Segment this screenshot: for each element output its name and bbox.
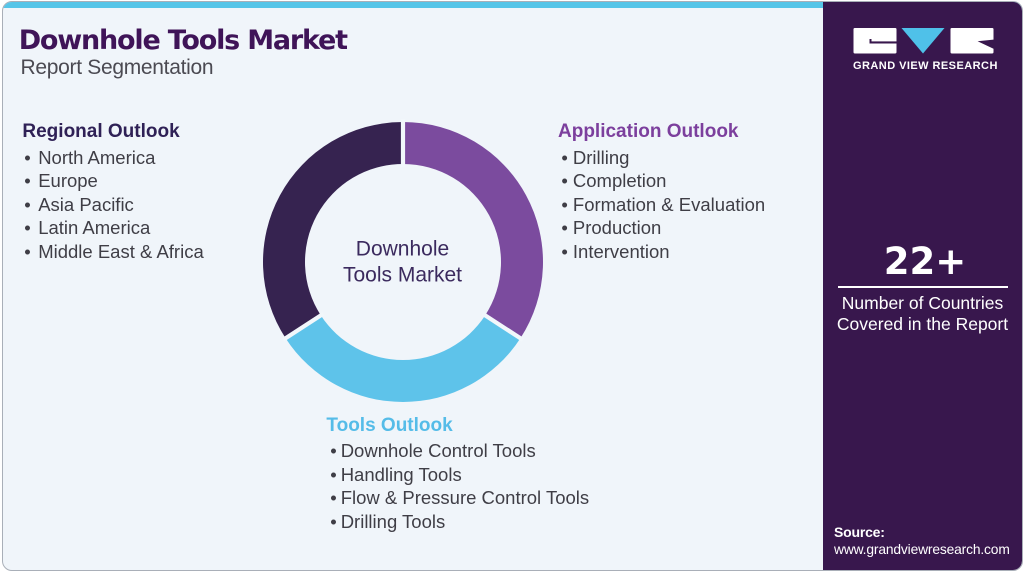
stat-value: 22+ [883, 240, 967, 284]
bullet-icon: • [330, 463, 337, 485]
donut-chart-svg [262, 118, 543, 402]
application-outlook-section: Application Outlook •Drilling •Completio… [558, 122, 765, 264]
bullet-icon: • [561, 217, 568, 239]
top-accent-bar [3, 2, 1022, 8]
list-item: •Middle East & Africa [24, 241, 204, 263]
list-item: •Latin America [24, 217, 151, 239]
bullet-icon: • [24, 170, 31, 192]
donut-gap [281, 311, 324, 342]
page-subtitle: Report Segmentation [20, 56, 214, 80]
bullet-icon: • [24, 146, 31, 168]
bullet-icon: • [561, 193, 568, 215]
stat-divider [837, 286, 1008, 289]
regional-outlook-list: •North America •Europe •Asia Pacific •La… [22, 146, 204, 264]
bullet-icon: • [24, 193, 31, 215]
list-item: •Europe [24, 170, 98, 192]
regional-outlook-heading: Regional Outlook [22, 121, 180, 142]
bullet-icon: • [24, 217, 31, 239]
list-item: •Production [561, 217, 662, 239]
list-item: •Drilling Tools [330, 510, 446, 532]
tools-outlook-heading: Tools Outlook [326, 414, 453, 436]
gvr-logo-icon [853, 27, 994, 53]
list-item: •Formation & Evaluation [561, 193, 766, 215]
donut-gap [481, 311, 524, 342]
bullet-icon: • [561, 146, 568, 168]
main-panel: Downhole Tools Market Report Segmentatio… [3, 2, 823, 570]
list-item: •Handling Tools [330, 463, 462, 485]
bullet-icon: • [561, 241, 568, 263]
list-item: •Asia Pacific [24, 193, 134, 215]
bullet-icon: • [330, 439, 337, 461]
sidebar: GRAND VIEW RESEARCH 22+ Number of Countr… [823, 2, 1022, 570]
tools-outlook-list: •Downhole Control Tools •Handling Tools … [326, 439, 589, 534]
brand-name: GRAND VIEW RESEARCH [853, 59, 998, 72]
list-item: •Completion [561, 170, 667, 192]
list-item: •Drilling [561, 146, 630, 168]
brand-logo: GRAND VIEW RESEARCH [853, 27, 998, 72]
application-outlook-heading: Application Outlook [558, 121, 739, 142]
list-item: •Downhole Control Tools [330, 439, 536, 461]
source-url: www.grandviewresearch.com [834, 541, 1010, 557]
bullet-icon: • [330, 487, 337, 509]
donut-segment [402, 121, 543, 338]
source-label: Source: [834, 524, 885, 541]
list-item: •North America [24, 146, 156, 168]
source-block: Source: www.grandviewresearch.com [834, 525, 1010, 556]
application-outlook-list: •Drilling •Completion •Formation & Evalu… [558, 146, 765, 264]
list-item: •Intervention [561, 241, 670, 263]
donut-segment [262, 121, 403, 338]
bullet-icon: • [330, 510, 337, 532]
donut-segment [285, 314, 520, 402]
bullet-icon: • [24, 241, 31, 263]
tools-outlook-section: Tools Outlook •Downhole Control Tools •H… [326, 416, 589, 534]
regional-outlook-section: Regional Outlook •North America •Europe … [22, 122, 203, 264]
page-title: Downhole Tools Market [18, 25, 348, 57]
bullet-icon: • [561, 170, 568, 192]
list-item: •Flow & Pressure Control Tools [330, 487, 590, 509]
